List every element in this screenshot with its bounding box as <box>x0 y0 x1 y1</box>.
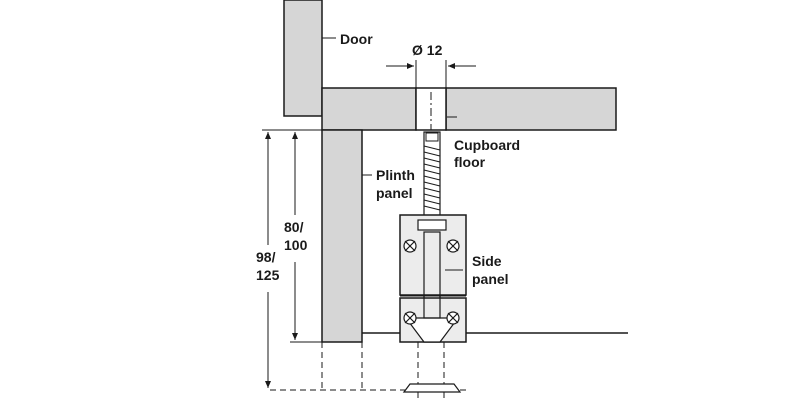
door-panel <box>283 0 323 117</box>
leg-foot <box>402 383 462 393</box>
side-panel-label-line2: panel <box>472 271 509 287</box>
cupboard-floor-left <box>321 87 417 131</box>
side-panel-label-line1: Side <box>472 253 502 269</box>
dim-outer-label-line2: 125 <box>256 267 280 283</box>
dim-outer-label-line1: 98/ <box>256 249 276 265</box>
dim-inner-label-line1: 80/ <box>284 219 304 235</box>
diameter-label: Ø 12 <box>412 42 443 58</box>
height-dimension-outer <box>262 129 290 388</box>
plinth-panel-label-line2: panel <box>376 185 413 201</box>
plinth-extension-lines <box>270 342 470 398</box>
plinth-panel <box>321 129 363 343</box>
cupboard-floor-right <box>445 87 617 131</box>
height-dimension-inner <box>290 129 322 343</box>
cupboard-floor-label-line1: Cupboard <box>454 137 520 153</box>
cupboard-floor-label-line2: floor <box>454 154 486 170</box>
plinth-panel-label-line1: Plinth <box>376 167 415 183</box>
dim-inner-label-line2: 100 <box>284 237 308 253</box>
diameter-dimension <box>386 60 476 88</box>
leader-lines <box>322 37 463 271</box>
door-label: Door <box>340 31 373 47</box>
